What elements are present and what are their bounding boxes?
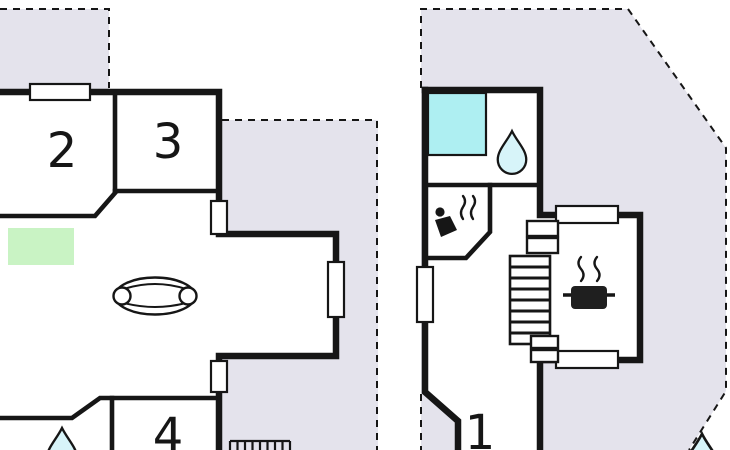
sauna-wall [422, 182, 493, 261]
window [209, 199, 229, 236]
right-exterior-wall-left [421, 86, 462, 450]
cabinets [525, 219, 560, 364]
sauna-icon [435, 194, 477, 237]
windows [28, 82, 620, 394]
window [554, 204, 620, 225]
window [28, 82, 92, 102]
plot-boundary-dashed [0, 8, 727, 450]
room-label-1: 1 [465, 405, 496, 450]
cabinet [529, 334, 560, 350]
patio-top-left [0, 9, 109, 90]
left-exterior-wall [0, 88, 340, 450]
room2-bottom-wall [0, 189, 119, 219]
sofa-icon [112, 276, 198, 316]
window [209, 359, 229, 394]
window [326, 260, 346, 319]
floor-mat [8, 228, 74, 265]
window [415, 265, 435, 324]
window [554, 349, 620, 370]
cabinet [529, 348, 560, 364]
room-label-2: 2 [47, 123, 78, 179]
left-bottom-rooms-wall [0, 395, 222, 421]
terrace-steps [228, 439, 292, 450]
shower-square [426, 91, 488, 157]
stairs-icon [508, 254, 552, 346]
cabinet [525, 236, 560, 255]
cabinet [525, 219, 560, 238]
stove-pot-icon [563, 255, 615, 309]
room-label-3: 3 [153, 114, 184, 170]
room-label-4: 4 [153, 408, 184, 450]
building-left-footprint [0, 89, 339, 450]
